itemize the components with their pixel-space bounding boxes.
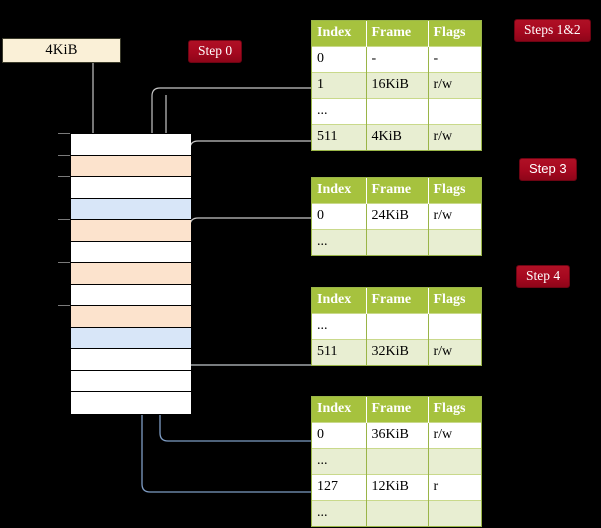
- column-header-flags: Flags: [428, 397, 481, 423]
- badge-step-3: Step 3: [519, 158, 577, 181]
- cell-frame: -: [366, 46, 429, 73]
- memory-frame-row: [71, 370, 191, 392]
- cell-frame: [366, 500, 429, 526]
- memory-frame-row: [71, 349, 191, 371]
- column-header-flags: Flags: [428, 21, 481, 47]
- cell-index: 1: [312, 72, 367, 99]
- badge-steps-1-2: Steps 1&2: [514, 19, 591, 42]
- cell-frame: 32KiB: [366, 339, 429, 365]
- physical-memory-column: [70, 133, 191, 415]
- cell-frame: [366, 98, 429, 125]
- virtual-page-box: 4KiB: [2, 38, 121, 63]
- cell-flags: r/w: [428, 203, 481, 230]
- memory-frame-row: [71, 220, 191, 242]
- cell-flags: r/w: [428, 124, 481, 150]
- cell-flags: [428, 448, 481, 475]
- table-row: ...: [312, 98, 481, 125]
- table-row: ...: [312, 229, 481, 255]
- cell-flags: r/w: [428, 339, 481, 365]
- memory-frame-row: [71, 392, 191, 414]
- cell-index: 0: [312, 203, 367, 230]
- column-header-index: Index: [312, 178, 367, 204]
- cell-frame: 16KiB: [366, 72, 429, 99]
- cell-flags: [428, 229, 481, 255]
- cell-frame: 36KiB: [366, 422, 429, 449]
- cell-index: ...: [312, 313, 367, 340]
- cell-frame: 24KiB: [366, 203, 429, 230]
- column-header-frame: Frame: [366, 288, 429, 314]
- cell-frame: [366, 313, 429, 340]
- memory-frame-row: [71, 155, 191, 177]
- memory-frame-row: [71, 177, 191, 199]
- cell-flags: [428, 313, 481, 340]
- table-row: ...: [312, 500, 481, 526]
- cell-index: 0: [312, 46, 367, 73]
- memory-frame-tick: [58, 176, 70, 177]
- memory-frame-row: [71, 263, 191, 285]
- cell-frame: [366, 448, 429, 475]
- column-header-frame: Frame: [366, 21, 429, 47]
- memory-frame-row: [71, 306, 191, 328]
- memory-frame-tick: [58, 262, 70, 263]
- cell-index: ...: [312, 98, 367, 125]
- memory-frame-row: [71, 284, 191, 306]
- column-header-flags: Flags: [428, 288, 481, 314]
- column-header-index: Index: [312, 397, 367, 423]
- column-header-index: Index: [312, 21, 367, 47]
- cell-flags: r: [428, 474, 481, 501]
- virtual-page-label: 4KiB: [45, 42, 78, 59]
- cell-index: 511: [312, 124, 367, 150]
- cell-index: 0: [312, 422, 367, 449]
- column-header-frame: Frame: [366, 397, 429, 423]
- cell-frame: 12KiB: [366, 474, 429, 501]
- cell-flags: [428, 500, 481, 526]
- column-header-flags: Flags: [428, 178, 481, 204]
- cell-frame: 4KiB: [366, 124, 429, 150]
- memory-frame-row: [71, 134, 191, 156]
- badge-step-4: Step 4: [516, 265, 571, 288]
- cell-flags: r/w: [428, 72, 481, 99]
- memory-frame-row: [71, 198, 191, 220]
- column-header-index: Index: [312, 288, 367, 314]
- cell-index: ...: [312, 500, 367, 526]
- badge-step-0: Step 0: [188, 40, 243, 63]
- cell-index: 511: [312, 339, 367, 365]
- cell-index: ...: [312, 448, 367, 475]
- cell-frame: [366, 229, 429, 255]
- memory-frame-tick: [58, 154, 70, 156]
- memory-frame-row: [71, 241, 191, 263]
- table-row: 0--: [312, 46, 481, 73]
- table-row: ...: [312, 313, 481, 340]
- cell-flags: -: [428, 46, 481, 73]
- memory-frame-tick: [58, 305, 70, 306]
- table-row: ...: [312, 448, 481, 475]
- cell-index: 127: [312, 474, 367, 501]
- memory-frame-tick: [58, 133, 70, 134]
- cell-index: ...: [312, 229, 367, 255]
- cell-flags: [428, 98, 481, 125]
- column-header-frame: Frame: [366, 178, 429, 204]
- memory-frame-row: [71, 327, 191, 349]
- memory-frame-tick: [58, 219, 70, 220]
- cell-flags: r/w: [428, 422, 481, 449]
